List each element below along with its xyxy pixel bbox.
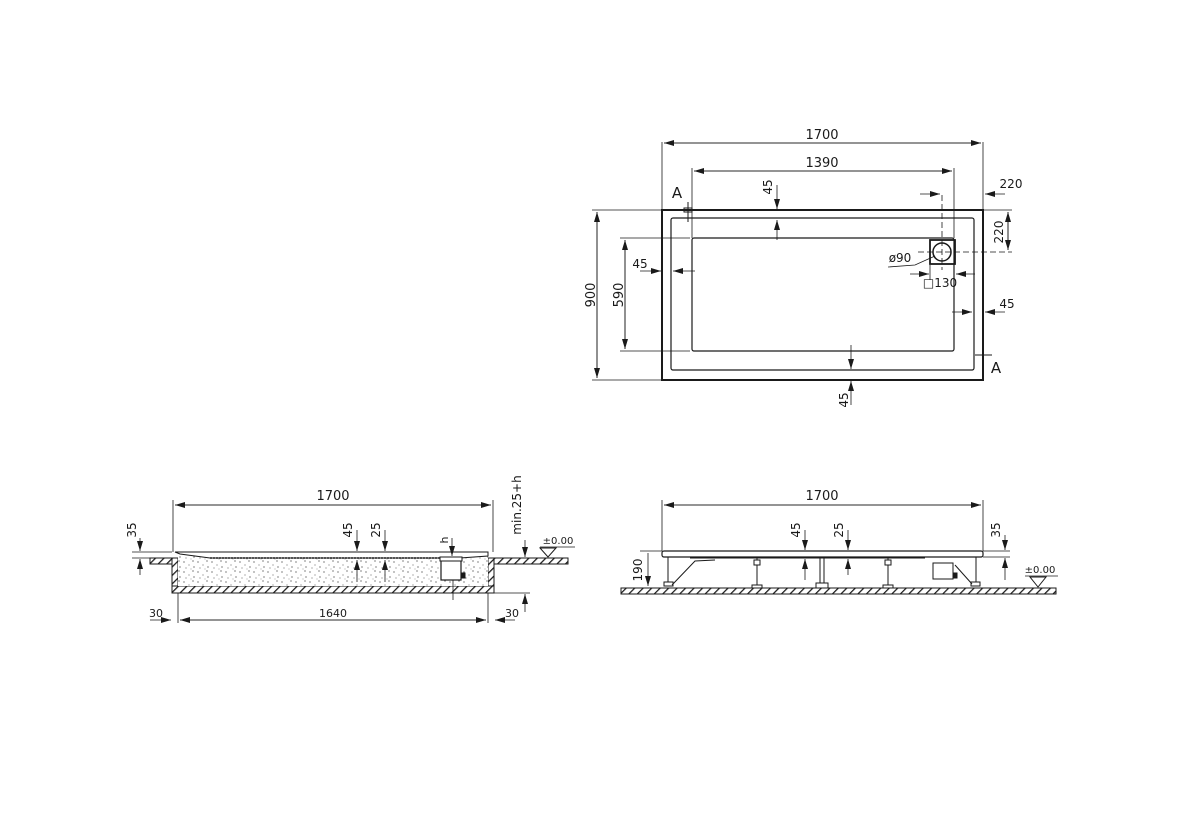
svg-text:45: 45 (761, 179, 775, 194)
svg-text:900: 900 (584, 283, 599, 308)
svg-text:±0.00: ±0.00 (1025, 565, 1056, 576)
svg-text:1700: 1700 (805, 128, 838, 143)
svg-text:ø90: ø90 (889, 251, 912, 265)
svg-text:45: 45 (341, 522, 355, 537)
svg-text:25: 25 (832, 522, 846, 537)
svg-text:30: 30 (505, 607, 519, 620)
svg-text:25: 25 (369, 522, 383, 537)
tray-basin (691, 237, 955, 352)
svg-text:45: 45 (789, 522, 803, 537)
svg-text:35: 35 (125, 522, 139, 537)
svg-text:220: 220 (1000, 177, 1023, 191)
svg-text:1700: 1700 (805, 489, 838, 504)
tray-outline (661, 209, 984, 381)
svg-text:□130: □130 (923, 276, 957, 290)
tray-rim (670, 217, 975, 371)
top-view-labels: 1700 1390 45 900 590 45 220 220 ø90 □130… (584, 128, 1022, 408)
svg-text:220: 220 (992, 221, 1006, 244)
svg-text:±0.00: ±0.00 (543, 536, 574, 547)
svg-text:1700: 1700 (316, 489, 349, 504)
section-view-labels: 1700 1640 35 45 25 h min.25+h ±0.00 30 3… (125, 475, 573, 620)
svg-text:190: 190 (631, 559, 645, 582)
svg-text:45: 45 (837, 392, 851, 407)
svg-text:min.25+h: min.25+h (510, 475, 524, 534)
section-view (132, 500, 575, 623)
svg-text:A: A (672, 184, 683, 202)
side-view-labels: 1700 190 45 25 35 ±0.00 (631, 489, 1055, 581)
svg-text:1390: 1390 (805, 156, 838, 171)
svg-text:1640: 1640 (319, 607, 347, 620)
svg-text:30: 30 (149, 607, 163, 620)
svg-text:590: 590 (612, 283, 627, 308)
svg-text:45: 45 (632, 257, 647, 271)
side-view (620, 500, 1058, 595)
svg-text:A: A (991, 359, 1002, 377)
svg-text:h: h (438, 536, 451, 543)
svg-text:45: 45 (999, 297, 1014, 311)
svg-text:35: 35 (989, 522, 1003, 537)
top-view (592, 140, 1012, 405)
